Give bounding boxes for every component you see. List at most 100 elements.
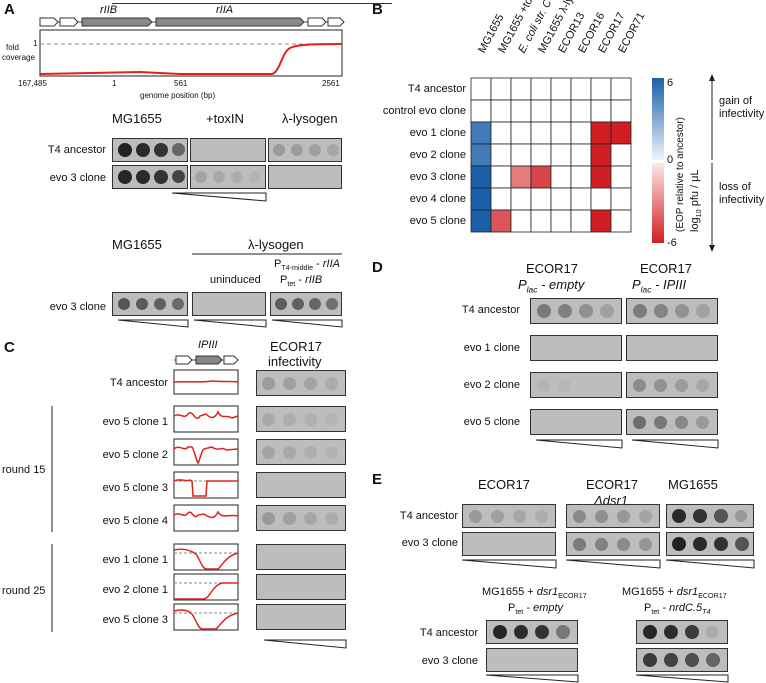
- plate-c-1: [256, 406, 346, 432]
- plate-a-lys-evo: [268, 165, 342, 189]
- d-row-2: evo 2 clone: [463, 379, 520, 391]
- hm-row-4: evo 3 clone: [409, 171, 466, 183]
- panel-label-c: C: [4, 339, 15, 356]
- c-row-3: evo 5 clone 3: [102, 482, 168, 494]
- row-t4-ancestor: T4 ancestor: [47, 144, 106, 156]
- e-b-col2: MG1655 + dsr1ECOR17: [622, 586, 727, 601]
- row-evo3-clone: evo 3 clone: [49, 172, 106, 184]
- heatmap-cell-r6-c7: [610, 209, 632, 233]
- plate-a-mg-anc: [112, 138, 188, 162]
- panel-label-d: D: [372, 259, 383, 276]
- e-row-0: T4 ancestor: [399, 510, 458, 522]
- header-ecor17: ECOR17: [270, 339, 323, 354]
- col2-uninduced: uninduced: [210, 274, 261, 286]
- gain-label-2: infectivity: [719, 108, 765, 120]
- gain-label-1: gain of: [719, 95, 753, 107]
- col-lambda-lysogen: λ-lysogen: [282, 111, 338, 126]
- round15-label: round 15: [2, 464, 46, 476]
- plate-a-toxin-evo: [190, 165, 266, 189]
- header-infectivity: infectivity: [268, 354, 322, 369]
- plate-e-0-2: [666, 504, 754, 528]
- c-row-0: T4 ancestor: [109, 377, 168, 389]
- c-row-4: evo 5 clone 4: [102, 515, 168, 527]
- c-row-5: evo 1 clone 1: [102, 554, 168, 566]
- plate-e-0-1: [566, 504, 660, 528]
- d-row-3: evo 5 clone: [463, 416, 520, 428]
- plate-c-6: [256, 574, 346, 600]
- e-b-col1-promoter: Ptet - empty: [508, 602, 564, 617]
- plate-a-mg-evo: [112, 165, 188, 189]
- cb-tick-0: 0: [667, 154, 674, 166]
- hm-row-5: evo 4 clone: [409, 193, 466, 205]
- plate-a-toxin-anc: [190, 138, 266, 162]
- panel-label-a: A: [4, 1, 15, 18]
- d-col1-top: ECOR17: [526, 261, 579, 276]
- gene-map-a: [112, 3, 392, 4]
- row2-evo3-clone: evo 3 clone: [49, 301, 106, 313]
- gene-label-ipiii: IPIII: [198, 339, 218, 351]
- e-col-1: ECOR17: [586, 477, 639, 492]
- round25-label: round 25: [2, 585, 46, 597]
- e-col-0: ECOR17: [478, 477, 531, 492]
- cb-tick-6: 6: [667, 77, 674, 89]
- loss-label-1: loss of: [719, 181, 751, 193]
- c-row-6: evo 2 clone 1: [102, 584, 168, 596]
- col2-promoter-2: Ptet - rIIB: [280, 274, 323, 289]
- plate-c-3: [256, 472, 346, 498]
- plate-e-1-0: [462, 532, 556, 556]
- gene-label-riib: rIIB: [100, 4, 118, 16]
- cb-tick-neg6: -6: [667, 237, 677, 249]
- hm-row-3: evo 2 clone: [409, 149, 466, 161]
- d-col2-promoter: Plac - IPIII: [632, 277, 687, 295]
- plate-c-4: [256, 505, 346, 531]
- plate-a2-uninduced: [192, 292, 266, 316]
- d-col1-promoter: Plac - empty: [518, 277, 585, 295]
- loss-label-2: infectivity: [719, 194, 765, 206]
- d-col2-top: ECOR17: [640, 261, 693, 276]
- c-row-1: evo 5 clone 1: [102, 416, 168, 428]
- panel-label-e: E: [372, 471, 383, 488]
- plate-d-1-empty: [530, 335, 622, 361]
- gene-label-riia: rIIA: [216, 4, 234, 16]
- xtick-167485: 167,485: [18, 79, 47, 88]
- ytick-1: 1: [33, 39, 38, 48]
- col2-mg1655: MG1655: [112, 237, 162, 252]
- hm-row-6: evo 5 clone: [409, 215, 466, 227]
- hm-row-0: T4 ancestor: [407, 83, 466, 95]
- e-b-row-0: T4 ancestor: [419, 627, 478, 639]
- col2-lambda-lysogen: λ-lysogen: [248, 237, 304, 252]
- e-row-1: evo 3 clone: [401, 537, 458, 549]
- c-row-7: evo 5 clone 3: [102, 614, 168, 626]
- hm-row-2: evo 1 clone: [409, 127, 466, 139]
- plate-e2-0-nrdc: [636, 620, 728, 644]
- plate-d-3-empty: [530, 409, 622, 435]
- plate-c-2: [256, 439, 346, 465]
- plate-d-2-ipiii: [626, 372, 718, 398]
- d-row-1: evo 1 clone: [463, 342, 520, 354]
- plate-e-1-1: [566, 532, 660, 556]
- e-b-col1: MG1655 + dsr1ECOR17: [482, 586, 587, 601]
- hm-row-1: control evo clone: [382, 105, 466, 117]
- plate-d-3-ipiii: [626, 409, 718, 435]
- plate-d-0-ipiii: [626, 298, 718, 324]
- plate-e2-1-nrdc: [636, 648, 728, 672]
- col-mg1655: MG1655: [112, 111, 162, 126]
- plate-d-0-empty: [530, 298, 622, 324]
- e-b-row-1: evo 3 clone: [421, 655, 478, 667]
- plate-c-5: [256, 544, 346, 570]
- ylabel-coverage: coverage: [2, 53, 35, 62]
- plate-a2-induced: [270, 292, 342, 316]
- plate-e2-0-empty: [486, 620, 578, 644]
- plate-e2-1-empty: [486, 648, 578, 672]
- plate-d-1-ipiii: [626, 335, 718, 361]
- col2-promoter-1: PT4-middle - rIIA: [274, 258, 340, 273]
